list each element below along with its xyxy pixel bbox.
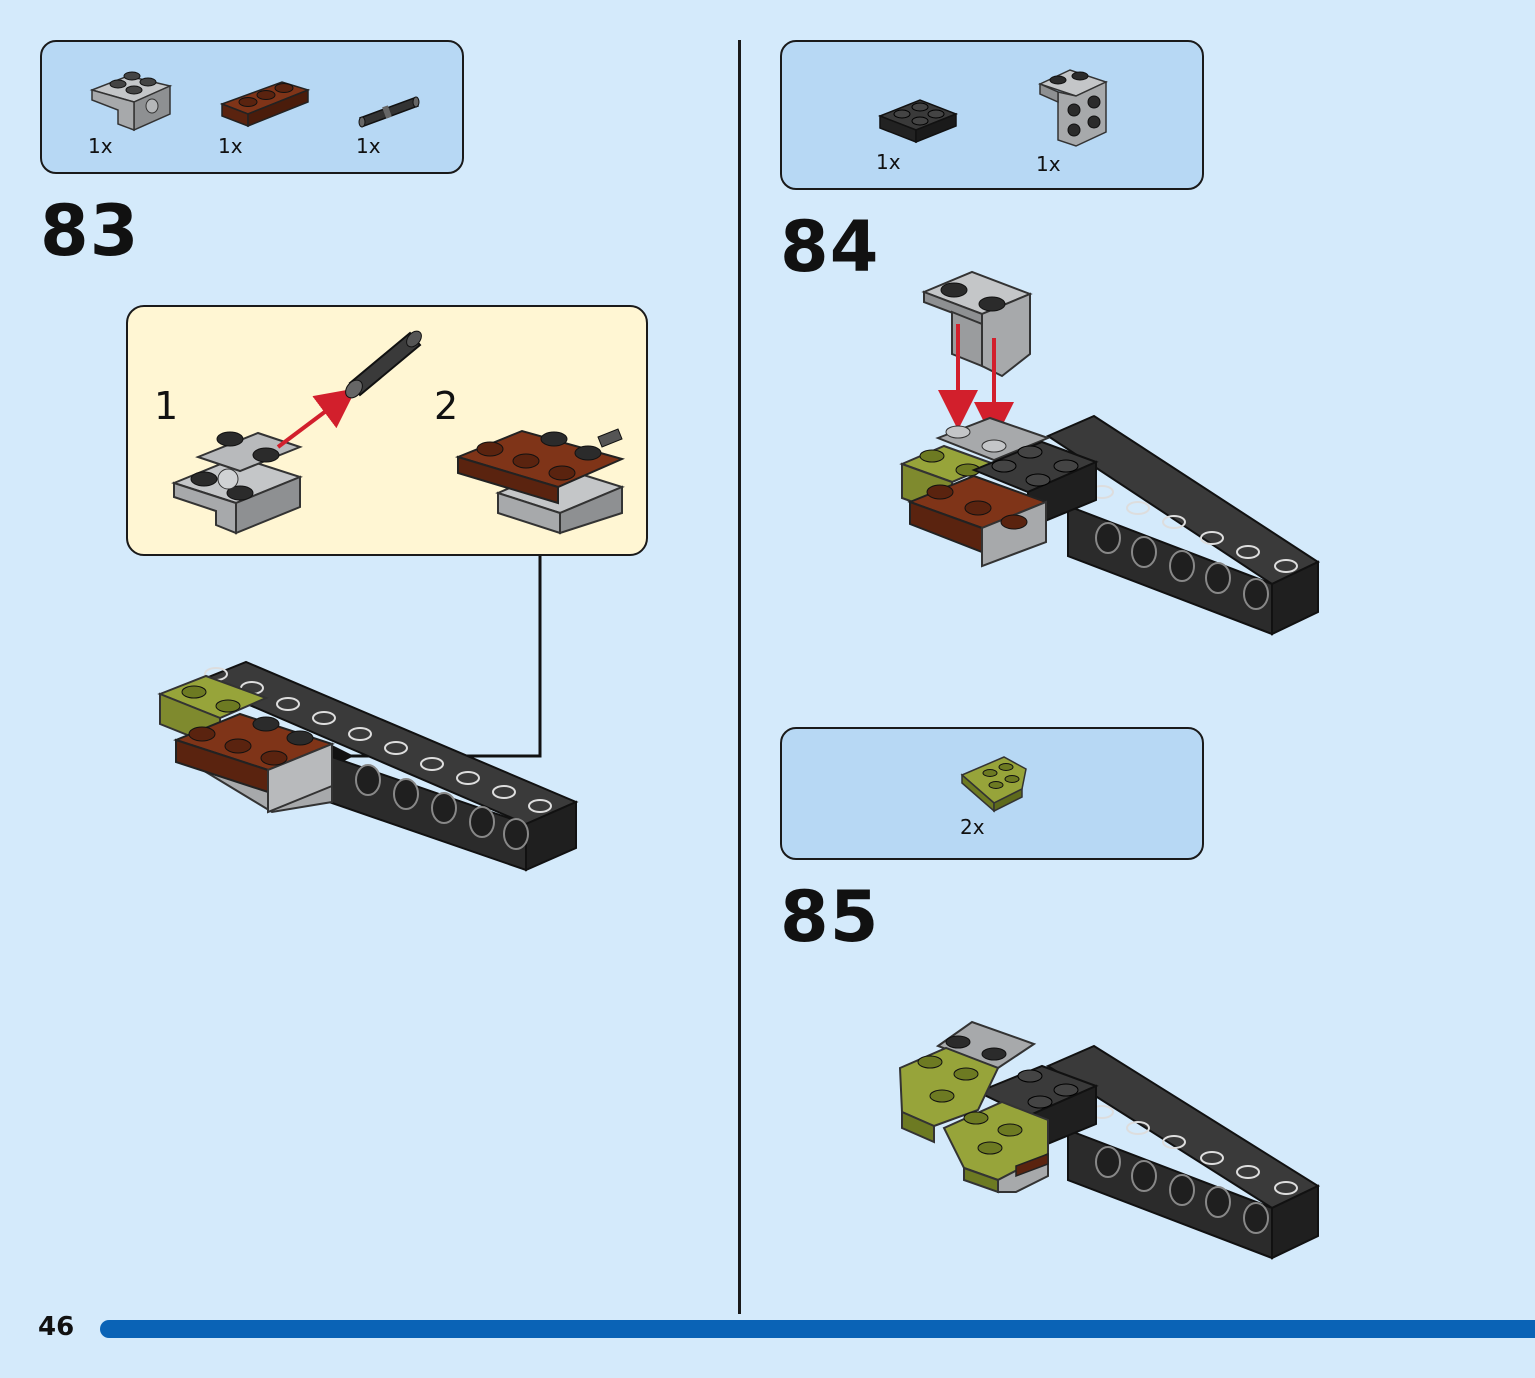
black-pin [345,330,422,399]
bracket-with-plate [454,428,625,535]
substep-number: 1 [154,384,179,428]
part-qty: 1x [356,134,381,158]
parts-box-step-84: 1x 1x [780,40,1204,190]
black-plate-2x2-icon [877,99,959,144]
step-number: 83 [40,190,140,272]
part-qty: 2x [960,815,985,839]
part-item: 1x [218,74,312,156]
olive-wedge-plate-icon [960,756,1027,813]
part-item: 1x [1036,62,1110,174]
parts-box-step-83: 1x 1x 1x [40,40,464,174]
substep-box: 1 2 [126,305,648,556]
page-divider [738,40,741,1314]
part-item: 1x [88,60,174,156]
part-qty: 1x [88,134,113,158]
part-item: 2x [960,753,1030,837]
part-qty: 1x [876,150,901,174]
model-step-83 [157,660,579,872]
model-step-84 [899,270,1321,636]
parts-box-step-85: 2x [780,727,1204,860]
part-item: 1x [876,90,960,172]
part-item: 1x [356,92,420,156]
gray-bracket-brick-icon [89,71,173,132]
step-number: 84 [780,206,880,288]
brown-plate-icon [219,81,311,128]
red-arrow [276,388,357,449]
progress-bar [100,1320,1535,1338]
gray-bracket-icon [1037,69,1109,147]
black-pin-icon [358,96,420,128]
page-number: 46 [38,1312,75,1342]
part-qty: 1x [218,134,243,158]
substep-number: 2 [434,384,459,428]
step-number: 85 [780,876,880,958]
substep-illustration [171,330,625,535]
part-qty: 1x [1036,152,1061,176]
gray-bracket-brick [171,431,303,535]
model-step-85 [898,1020,1321,1260]
